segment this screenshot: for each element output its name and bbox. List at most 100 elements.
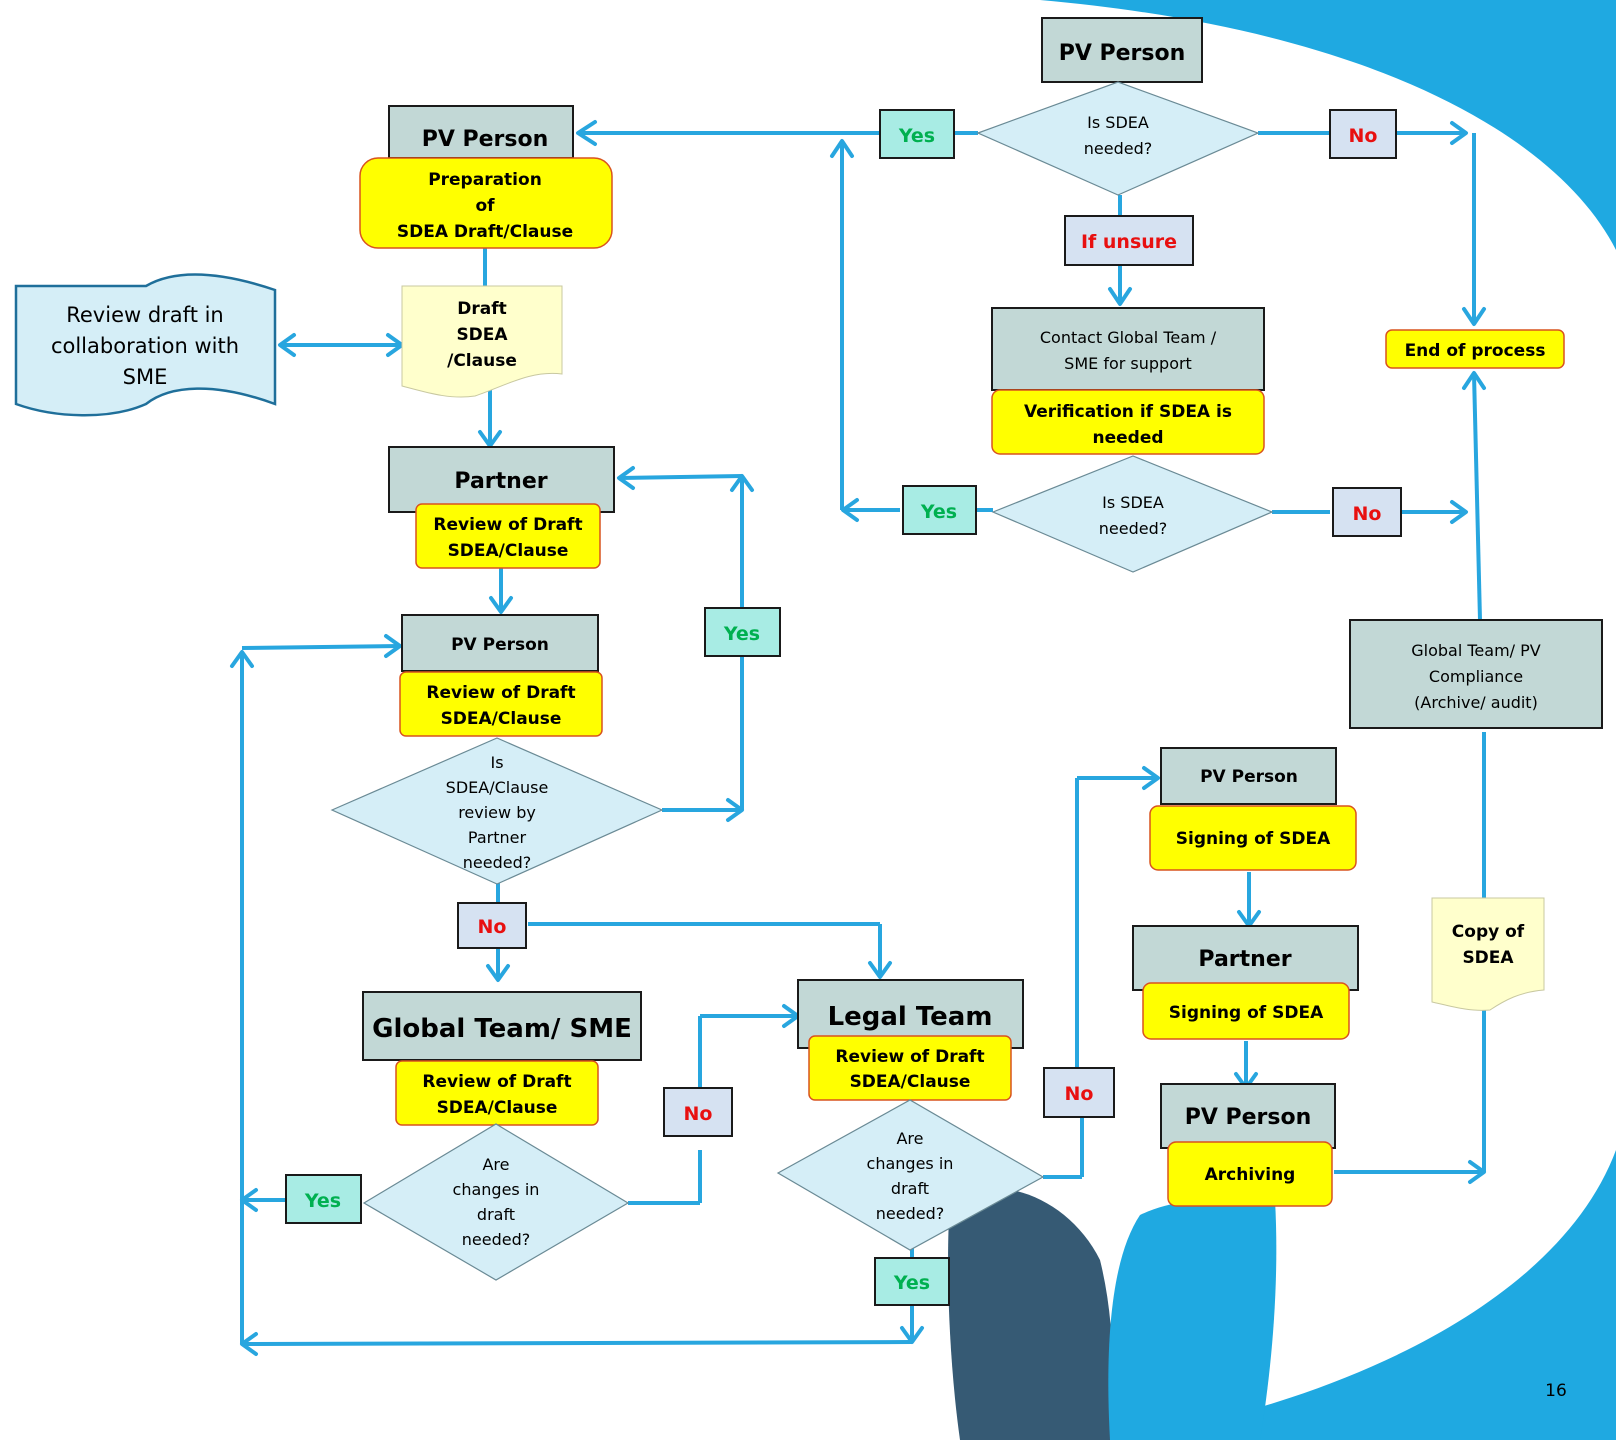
decision-sdea-needed-1-line-1: Is SDEA (1087, 113, 1149, 132)
svg-text:draft: draft (891, 1179, 929, 1198)
decision-sdea-needed-1: Is SDEA needed? (976, 81, 1260, 196)
svg-text:/Clause: /Clause (447, 351, 517, 371)
svg-text:SDEA/Clause: SDEA/Clause (441, 709, 562, 729)
svg-text:No: No (684, 1103, 713, 1125)
svg-text:Review draft in: Review draft in (66, 303, 224, 327)
svg-text:(Archive/ audit): (Archive/ audit) (1414, 693, 1538, 712)
background-leaf-dark (948, 1188, 1113, 1440)
svg-text:Partner: Partner (468, 828, 527, 847)
label-yes-top: Yes (879, 109, 955, 159)
svg-text:If unsure: If unsure (1081, 231, 1177, 253)
top-pv-person-box: PV Person (1041, 17, 1203, 83)
svg-text:No: No (1065, 1083, 1094, 1105)
svg-text:draft: draft (477, 1205, 515, 1224)
svg-text:Is: Is (490, 753, 503, 772)
top-pv-person-label: PV Person (1059, 41, 1186, 66)
svg-text:Partner: Partner (1198, 947, 1291, 972)
svg-text:PV Person: PV Person (1185, 1105, 1312, 1130)
svg-text:SDEA: SDEA (456, 325, 508, 345)
global-sme-box: Review of Draft SDEA/Clause (395, 1060, 599, 1126)
svg-text:Review of Draft: Review of Draft (422, 1072, 571, 1092)
svg-text:Review of Draft: Review of Draft (433, 515, 582, 535)
pv-sign-box: Signing of SDEA (1149, 805, 1357, 871)
svg-text:No: No (1353, 503, 1382, 525)
decision-changes-global: Are changes in draft needed? (362, 1123, 630, 1281)
svg-text:Global Team/ SME: Global Team/ SME (372, 1014, 632, 1044)
svg-text:PV Person: PV Person (451, 635, 549, 655)
svg-text:SME: SME (123, 365, 168, 389)
svg-text:SDEA Draft/Clause: SDEA Draft/Clause (397, 222, 573, 242)
decision-sdea-needed-1-line-2: needed? (1084, 139, 1152, 158)
svg-text:changes in: changes in (453, 1180, 540, 1199)
svg-text:Yes: Yes (920, 501, 957, 523)
svg-text:No: No (478, 916, 507, 938)
svg-text:Legal Team: Legal Team (828, 1002, 993, 1032)
svg-text:Review of Draft: Review of Draft (426, 683, 575, 703)
pv-archive-box: Archiving (1167, 1141, 1333, 1207)
copy-document: Copy of SDEA (1431, 897, 1545, 1011)
svg-text:needed: needed (1092, 428, 1163, 448)
pv-person-review-box: Review of Draft SDEA/Clause (399, 671, 603, 737)
verification-box: Verification if SDEA is needed (991, 389, 1265, 455)
svg-text:Draft: Draft (457, 299, 507, 319)
svg-text:needed?: needed? (1099, 519, 1167, 538)
label-yes-mid: Yes (902, 485, 977, 535)
label-no-global: No (663, 1087, 733, 1137)
svg-text:Are: Are (482, 1155, 509, 1174)
partner-sign-head: Partner (1132, 925, 1359, 991)
svg-text:Yes: Yes (723, 623, 760, 645)
svg-text:Review of Draft: Review of Draft (835, 1047, 984, 1067)
end-of-process-box: End of process (1385, 329, 1565, 369)
svg-text:of: of (475, 196, 495, 216)
global-sme-head: Global Team/ SME (362, 991, 642, 1061)
pv-archive-head: PV Person (1160, 1083, 1336, 1149)
contact-global-team-box: Contact Global Team / SME for support (991, 307, 1265, 391)
partner-review-box: Review of Draft SDEA/Clause (415, 503, 601, 569)
svg-text:PV Person: PV Person (1200, 767, 1298, 787)
pv-person-prep-box: PV Person (388, 105, 574, 159)
svg-text:needed?: needed? (463, 853, 531, 872)
review-sme-banner: Review draft in collaboration with SME (14, 273, 277, 417)
svg-text:Verification if SDEA is: Verification if SDEA is (1024, 402, 1232, 422)
svg-text:SME for support: SME for support (1064, 354, 1192, 373)
legal-box: Review of Draft SDEA/Clause (808, 1035, 1012, 1101)
svg-text:Copy of: Copy of (1452, 922, 1525, 942)
svg-text:Are: Are (896, 1129, 923, 1148)
decision-changes-legal: Are changes in draft needed? (776, 1099, 1045, 1251)
decision-sdea-needed-2: Is SDEA needed? (991, 455, 1274, 573)
background-leaf-light (1108, 1197, 1277, 1440)
connectors (230, 120, 1486, 1356)
page-number: 16 (1545, 1381, 1567, 1401)
svg-text:Signing of SDEA: Signing of SDEA (1169, 1003, 1324, 1023)
partner-sign-box: Signing of SDEA (1142, 982, 1350, 1040)
svg-text:PV Person: PV Person (422, 127, 549, 152)
svg-text:Signing of SDEA: Signing of SDEA (1176, 829, 1331, 849)
svg-text:Is SDEA: Is SDEA (1102, 493, 1164, 512)
label-yes-partner: Yes (704, 607, 781, 657)
svg-text:SDEA: SDEA (1462, 948, 1514, 968)
svg-text:SDEA/Clause: SDEA/Clause (850, 1072, 971, 1092)
pv-sign-head: PV Person (1160, 747, 1337, 805)
label-if-unsure: If unsure (1064, 215, 1194, 266)
svg-text:No: No (1349, 125, 1378, 147)
svg-text:Preparation: Preparation (428, 170, 542, 190)
svg-text:Compliance: Compliance (1429, 667, 1523, 686)
svg-text:Yes: Yes (304, 1190, 341, 1212)
svg-text:SDEA/Clause: SDEA/Clause (446, 778, 549, 797)
svg-text:SDEA/Clause: SDEA/Clause (448, 541, 569, 561)
svg-text:Yes: Yes (898, 125, 935, 147)
label-no-partner: No (457, 902, 527, 949)
label-no-mid: No (1332, 487, 1402, 537)
global-compliance-box: Global Team/ PV Compliance (Archive/ aud… (1349, 619, 1603, 729)
svg-text:End of process: End of process (1405, 341, 1546, 361)
decision-partner-review: Is SDEA/Clause review by Partner needed? (330, 737, 664, 885)
svg-text:Archiving: Archiving (1205, 1165, 1296, 1185)
svg-text:needed?: needed? (462, 1230, 530, 1249)
preparation-box: Preparation of SDEA Draft/Clause (359, 157, 613, 249)
svg-text:SDEA/Clause: SDEA/Clause (437, 1098, 558, 1118)
svg-text:needed?: needed? (876, 1204, 944, 1223)
draft-document: Draft SDEA /Clause (401, 285, 563, 398)
partner-review-head: Partner (388, 446, 615, 513)
background-arc (1040, 0, 1616, 1440)
svg-text:Yes: Yes (893, 1272, 930, 1294)
